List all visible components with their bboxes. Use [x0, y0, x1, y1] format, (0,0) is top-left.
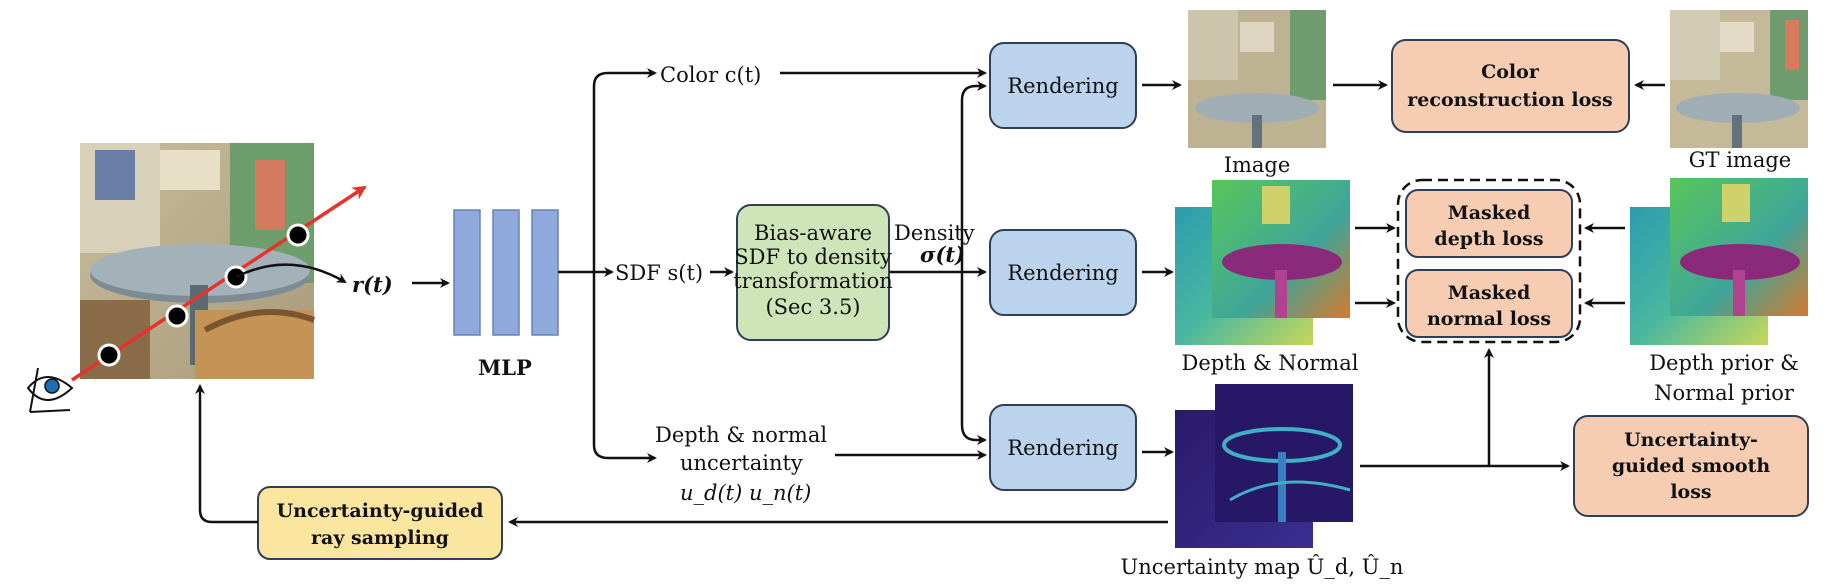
- depth-loss-line1: Masked: [1448, 202, 1531, 224]
- sdf-output-label: SDF s(t): [615, 261, 703, 285]
- ray-label: r(t): [352, 272, 393, 297]
- sampling-line1: Uncertainty-guided: [277, 500, 484, 522]
- arrow-sampling-to-scene: [195, 384, 258, 524]
- prior-caption-line2: Normal prior: [1654, 381, 1795, 405]
- rendered-depth-normal-thumbnail: [1175, 180, 1350, 345]
- density-symbol: σ(t): [920, 242, 965, 267]
- uncertainty-smooth-loss-box: Uncertainty- guided smooth loss: [1573, 415, 1809, 517]
- branch-to-uncertainty: [592, 272, 657, 463]
- smooth-loss-line1: Uncertainty-: [1624, 429, 1758, 451]
- uncertainty-output-line2: uncertainty: [680, 451, 803, 475]
- image-caption: Image: [1224, 153, 1291, 177]
- transform-line1: Bias-aware: [754, 221, 872, 245]
- normal-loss-line2: normal loss: [1427, 308, 1551, 330]
- uncertainty-ray-sampling-box: Uncertainty-guided ray sampling: [257, 486, 503, 560]
- rendering-label-1: Rendering: [1007, 74, 1118, 98]
- mlp-label: MLP: [478, 355, 532, 380]
- transform-line2: SDF to density: [734, 245, 892, 269]
- smooth-loss-line2: guided smooth: [1612, 455, 1771, 477]
- sampling-line2: ray sampling: [311, 527, 449, 549]
- depth-normal-caption: Depth & Normal: [1182, 351, 1359, 375]
- smooth-loss-line3: loss: [1670, 481, 1711, 503]
- sample-to-ray-arrow: [235, 263, 347, 284]
- density-bus: [960, 81, 987, 272]
- masked-loss-group: [1396, 178, 1582, 344]
- input-scene-image: [80, 143, 316, 379]
- gt-image-caption: GT image: [1689, 148, 1791, 172]
- sdf-density-transform-box: Bias-aware SDF to density transformation…: [733, 204, 893, 341]
- gt-image-thumbnail: [1670, 10, 1808, 148]
- transform-line3: transformation: [733, 269, 893, 293]
- rendered-image-thumbnail: [1188, 10, 1326, 148]
- prior-caption-line1: Depth prior &: [1649, 351, 1799, 375]
- density-bus-down: [960, 272, 987, 445]
- rendering-label-2: Rendering: [1007, 261, 1118, 285]
- depth-loss-line2: depth loss: [1434, 228, 1543, 250]
- depth-normal-prior-thumbnail: [1630, 178, 1808, 345]
- uncertainty-caption: Uncertainty map Û_d, Û_n: [1121, 554, 1404, 579]
- color-output-label: Color c(t): [660, 63, 761, 87]
- uncertainty-output-line3: u_d(t) u_n(t): [680, 481, 811, 505]
- branch-to-color: [592, 68, 657, 272]
- uncertainty-map-thumbnail: [1175, 384, 1353, 548]
- eye-icon: [26, 367, 74, 413]
- color-loss-line1: Color: [1481, 61, 1540, 83]
- rendering-box-uncertainty: Rendering: [989, 404, 1137, 491]
- rendering-label-3: Rendering: [1007, 436, 1118, 460]
- color-loss-line2: reconstruction loss: [1407, 89, 1612, 111]
- rendering-box-geometry: Rendering: [989, 229, 1137, 316]
- mlp-network: [453, 209, 559, 336]
- uncertainty-output-line1: Depth & normal: [655, 423, 827, 447]
- color-reconstruction-loss-box: Color reconstruction loss: [1391, 39, 1630, 133]
- rendering-box-color: Rendering: [989, 42, 1137, 129]
- masked-depth-loss-box: Masked depth loss: [1405, 189, 1573, 258]
- masked-normal-loss-box: Masked normal loss: [1405, 269, 1573, 338]
- camera-ray: [71, 185, 367, 382]
- transform-line4: (Sec 3.5): [765, 295, 860, 319]
- normal-loss-line1: Masked: [1448, 282, 1531, 304]
